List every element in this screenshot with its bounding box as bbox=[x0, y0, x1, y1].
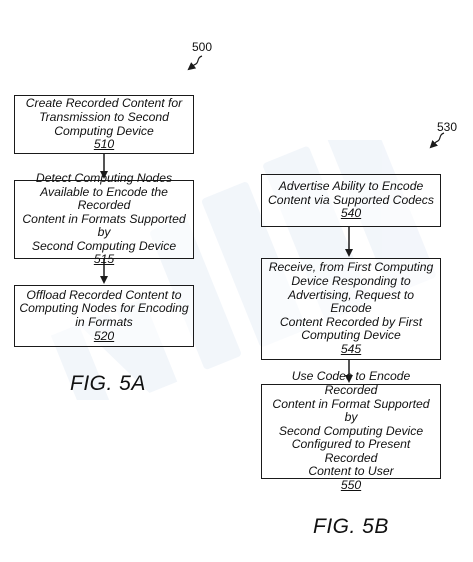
step-540-text: Advertise Ability to Encode Content via … bbox=[268, 179, 434, 207]
step-520-text: Offload Recorded Content to Computing No… bbox=[19, 287, 189, 329]
ref-530-leader bbox=[429, 132, 445, 149]
step-550-text: Use Codec to Encode Recorded Content in … bbox=[272, 369, 430, 479]
step-520-box: Offload Recorded Content to Computing No… bbox=[14, 285, 194, 347]
step-540-box: Advertise Ability to Encode Content via … bbox=[261, 174, 441, 227]
step-510-box: Create Recorded Content for Transmission… bbox=[14, 95, 194, 154]
step-550-number: 550 bbox=[340, 478, 362, 493]
figure-a-ref-number: 500 bbox=[192, 40, 213, 54]
figure-b-caption: FIG. 5B bbox=[313, 515, 389, 538]
figure-a-caption: FIG. 5A bbox=[70, 372, 146, 395]
step-545-number: 545 bbox=[340, 341, 362, 356]
figure-b-ref-number: 530 bbox=[437, 120, 458, 134]
step-515-box: Detect Computing Nodes Available to Enco… bbox=[14, 171, 194, 266]
step-515-text: Detect Computing Nodes Available to Enco… bbox=[22, 170, 186, 253]
ref-500-leader bbox=[187, 55, 203, 71]
step-550-box: Use Codec to Encode Recorded Content in … bbox=[261, 370, 441, 492]
step-545-text: Receive, from First Computing Device Res… bbox=[268, 260, 434, 343]
step-520-number: 520 bbox=[93, 328, 115, 343]
step-510-text: Create Recorded Content for Transmission… bbox=[25, 96, 183, 138]
step-540-number: 540 bbox=[340, 206, 362, 221]
step-545-box: Receive, from First Computing Device Res… bbox=[261, 258, 441, 360]
step-510-number: 510 bbox=[93, 137, 115, 152]
step-515-number: 515 bbox=[93, 252, 115, 267]
